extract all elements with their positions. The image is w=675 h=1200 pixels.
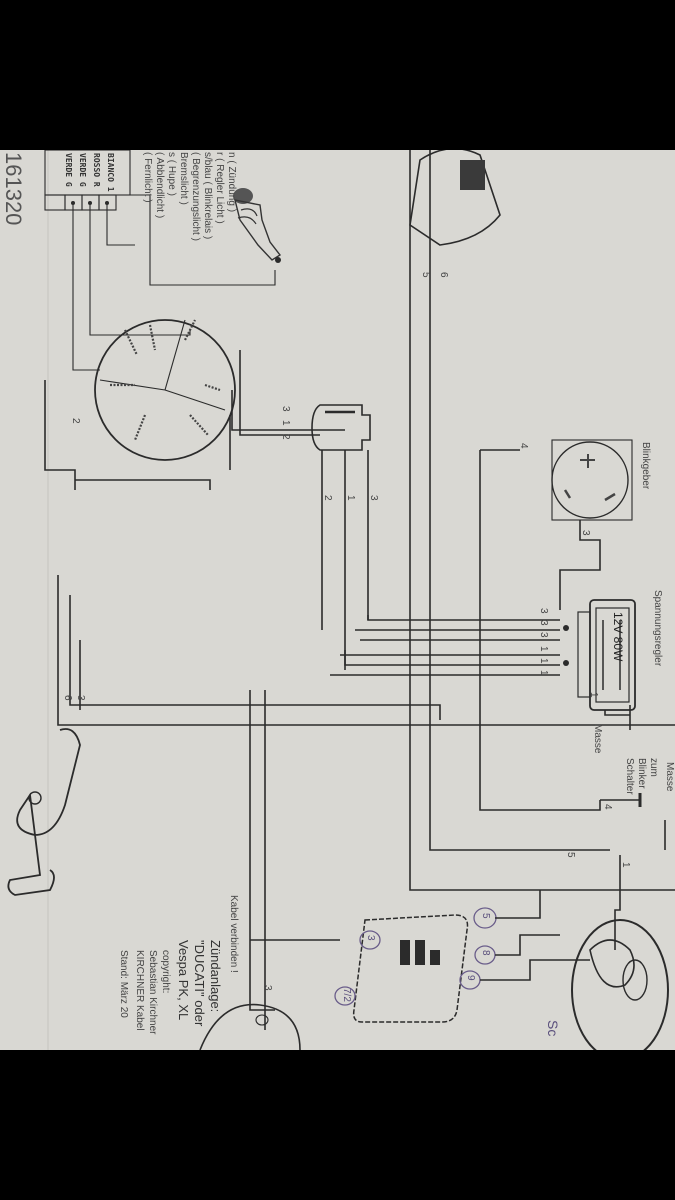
regulator-rating: 12V 80W bbox=[611, 612, 625, 662]
copyright-label: copyright: bbox=[160, 950, 171, 994]
wire-number: 3 bbox=[538, 620, 549, 626]
wire-number: 3 bbox=[538, 632, 549, 638]
wire-number: 3 bbox=[75, 695, 86, 701]
wire-to-regulator-3a bbox=[367, 615, 560, 621]
wire-number: 4 bbox=[602, 804, 613, 810]
wire-number: 2 bbox=[280, 434, 291, 440]
wire-number: 3 bbox=[580, 530, 591, 536]
wire-number: 4 bbox=[518, 443, 529, 449]
stator-icon bbox=[94, 319, 236, 461]
legend-item: s ( Hupe ) bbox=[166, 152, 177, 196]
wire-number: 1 bbox=[538, 658, 549, 664]
wire-main-5 bbox=[409, 150, 675, 891]
wire-number: 1 bbox=[588, 692, 599, 698]
wire-number: 1 bbox=[538, 646, 549, 652]
turn-switch-label-3: Schalter bbox=[624, 758, 635, 795]
terminal-number: 5 bbox=[480, 913, 491, 919]
legend-item: ( Abblendlicht ) bbox=[154, 152, 165, 219]
wire-number: 3 bbox=[538, 608, 549, 614]
wire-stator-1 bbox=[231, 390, 345, 431]
brake-pedal-icon bbox=[7, 728, 81, 896]
ground-top-label: Masse bbox=[664, 762, 675, 792]
wire-cdi-ground bbox=[106, 205, 127, 246]
terminal-number: 9 bbox=[465, 975, 476, 981]
wire-number: 1 bbox=[280, 420, 291, 426]
title-line-3: Vespa PK, XL bbox=[176, 940, 191, 1021]
terminal-number: 3 bbox=[365, 935, 376, 941]
legend-item: r ( Regler Licht ) bbox=[214, 152, 225, 224]
spark-plug-icon bbox=[233, 188, 282, 263]
turn-switch-label-1: zum bbox=[648, 758, 659, 777]
wiring-diagram-photo: n ( Zündung ) r ( Regler Licht ) s/blau … bbox=[0, 150, 675, 1050]
legend-item: ( Begrenzungslicht ) bbox=[190, 152, 201, 241]
revision-date: Stand: März 20 bbox=[118, 950, 129, 1018]
legend-item: Bremslicht ) bbox=[178, 152, 189, 205]
wire-number: 5 bbox=[420, 272, 431, 278]
horn-icon bbox=[199, 1003, 301, 1050]
tail-light-icon bbox=[409, 150, 501, 246]
wire-number: 2 bbox=[322, 495, 333, 501]
partial-label: Sc bbox=[545, 1020, 561, 1037]
copyright-author: Sebastian Kirchner bbox=[147, 950, 158, 1035]
cdi-label-verde-2: VERDE G bbox=[64, 153, 73, 187]
cdi-unit bbox=[44, 150, 131, 211]
wire-number: 1 bbox=[345, 495, 356, 501]
wire-cdi-spark bbox=[130, 194, 276, 286]
terminal-number: 8 bbox=[480, 950, 491, 956]
regulator-label: Spannungsregler bbox=[652, 590, 663, 667]
voltage-regulator-icon bbox=[563, 599, 636, 711]
flasher-icon bbox=[551, 439, 633, 521]
title-line-2: "DUCATI" oder bbox=[192, 940, 207, 1027]
wire-stator-3 bbox=[239, 350, 320, 436]
turn-switch-label-2: Blinker bbox=[636, 758, 647, 789]
wire-cdi-rosso bbox=[89, 205, 191, 336]
terminal-number: 7/2 bbox=[341, 988, 352, 1002]
copyright-company: KIRCHNER Kabel bbox=[134, 950, 145, 1031]
wire-number: 6 bbox=[62, 695, 73, 701]
title-heading: Zündanlage: bbox=[208, 940, 223, 1013]
legend-item: ( Fernlicht ) bbox=[142, 152, 153, 203]
ground-label: Masse bbox=[592, 724, 603, 754]
wire-ground bbox=[604, 710, 630, 716]
wire-cdi-verde bbox=[72, 205, 100, 371]
wire-number: 5 bbox=[565, 852, 576, 858]
wire-number: 2 bbox=[70, 418, 81, 424]
ignition-switch-icon bbox=[352, 914, 469, 1023]
stator-connector bbox=[311, 404, 371, 451]
wire-number: 3 bbox=[262, 985, 273, 991]
part-number: 161320 bbox=[1, 152, 26, 226]
legend-item: n ( Zündung ) bbox=[226, 152, 237, 213]
wire-number: 3 bbox=[280, 406, 291, 412]
wire-number: 6 bbox=[438, 272, 449, 278]
headlight-icon bbox=[571, 919, 669, 1050]
connect-cable-label: Kabel verbinden ! bbox=[228, 895, 239, 973]
cdi-label-verde-1: VERDE G bbox=[78, 153, 87, 187]
cdi-label-rosso: ROSSO R bbox=[92, 153, 101, 187]
cdi-label-bianco: BIANCO 1 bbox=[106, 153, 115, 192]
wire-number: 1 bbox=[620, 862, 631, 868]
wire-number: 3 bbox=[368, 495, 379, 501]
legend-item: s/blau ( Blinkrelais ) bbox=[202, 152, 213, 240]
flasher-label: Blinkgeber bbox=[640, 442, 651, 490]
diagram-drawing bbox=[7, 150, 675, 1050]
wire-number: 1 bbox=[538, 670, 549, 676]
